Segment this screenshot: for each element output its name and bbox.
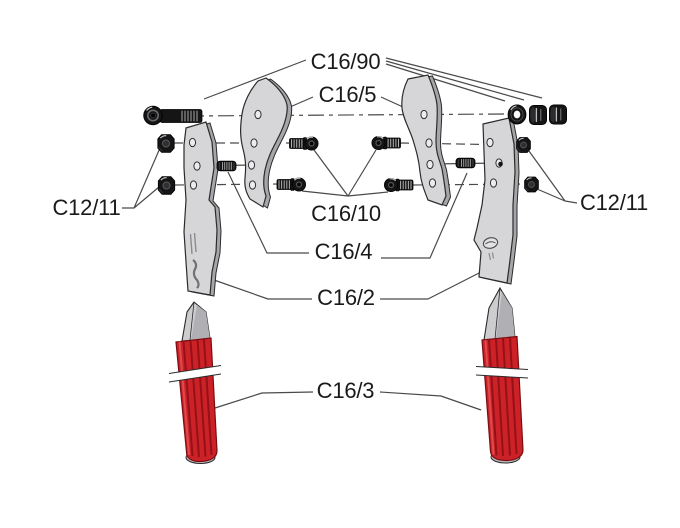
left-handle-hole-1 bbox=[188, 137, 197, 148]
screw-bottom-right bbox=[384, 178, 413, 191]
felco-lady-engraving bbox=[192, 259, 200, 289]
blade-left-hole-3 bbox=[247, 160, 256, 170]
hex-nut-left-1 bbox=[157, 134, 175, 153]
leader-c1690-nut2 bbox=[385, 57, 543, 99]
blade-right-face bbox=[401, 74, 447, 206]
pivot-bolt-shaft bbox=[159, 109, 203, 123]
blade-right bbox=[401, 74, 452, 207]
leader-c162-right bbox=[380, 270, 484, 300]
right-handle-hole-3 bbox=[489, 178, 498, 188]
center-axis-line bbox=[187, 113, 506, 117]
blade-left-face bbox=[240, 77, 288, 208]
labels: C16/90 C16/5 C16/10 C16/4 C16/2 C16/3 C1… bbox=[52, 49, 648, 403]
pivot-bolt-highlight bbox=[146, 106, 153, 111]
leader-c1211-left bbox=[122, 147, 161, 209]
screw-top-left bbox=[288, 136, 319, 151]
label-c16-3: C16/3 bbox=[317, 378, 375, 403]
left-handle-engraving-text bbox=[189, 232, 197, 255]
right-grip-ridges bbox=[488, 337, 518, 457]
right-grip-highlight bbox=[484, 339, 495, 455]
left-grip-wedge-facet bbox=[191, 305, 210, 340]
leader-c162-left bbox=[213, 279, 312, 300]
blade-left bbox=[240, 77, 293, 209]
label-c16-4: C16/4 bbox=[315, 239, 373, 264]
screw-bottom-left bbox=[276, 177, 307, 192]
leader-c164-right bbox=[381, 172, 468, 259]
pivot-bolt bbox=[143, 105, 203, 126]
label-c16-5: C16/5 bbox=[319, 82, 377, 107]
screw-top-right bbox=[372, 136, 401, 149]
left-grip-break-band bbox=[168, 365, 222, 383]
pivot-bolt-head-ring bbox=[147, 109, 160, 122]
pivot-washer-hole bbox=[513, 110, 521, 119]
right-handle-hole-1 bbox=[486, 137, 494, 148]
label-c16-10: C16/10 bbox=[311, 201, 381, 226]
left-grip-wedge-ridge bbox=[189, 301, 195, 341]
left-grip-assembly bbox=[168, 301, 222, 464]
leader-c163-left bbox=[214, 391, 314, 409]
blade-right-hole-1 bbox=[420, 109, 428, 120]
leader-c1610-fan bbox=[301, 149, 389, 197]
left-grip-highlight bbox=[178, 341, 190, 456]
right-grip-wedge-ridge bbox=[494, 287, 501, 340]
label-c16-2: C16/2 bbox=[317, 285, 375, 310]
left-handle-hole-2 bbox=[193, 161, 201, 171]
leader-lines bbox=[122, 57, 578, 411]
leader-c1690-bolt bbox=[203, 59, 307, 100]
felco-oval-logo bbox=[482, 237, 499, 249]
blade-right-hole-4 bbox=[428, 178, 437, 188]
pivot-washer-ring bbox=[510, 107, 524, 122]
blade-left-hole-1 bbox=[254, 109, 262, 120]
leader-c165-right bbox=[380, 96, 404, 108]
leader-c163-right bbox=[379, 391, 482, 411]
leader-c165-left bbox=[289, 96, 314, 108]
left-handle-face bbox=[183, 121, 218, 296]
right-grip-wedge-facet bbox=[496, 292, 515, 339]
blade-right-hole-3 bbox=[426, 159, 434, 170]
blade-left-hole-4 bbox=[248, 180, 257, 190]
left-handle bbox=[183, 121, 222, 297]
pivot-bolt-socket bbox=[150, 112, 156, 119]
lock-nut-1 bbox=[528, 104, 548, 126]
label-c16-90: C16/90 bbox=[311, 49, 381, 74]
lock-nut-2 bbox=[548, 104, 568, 125]
hex-nut-left-2 bbox=[157, 176, 176, 195]
felco-oval-logo-mark bbox=[485, 241, 496, 245]
label-c12-11-right: C12/11 bbox=[580, 190, 648, 215]
right-grip-break-band bbox=[475, 366, 529, 379]
pivot-washer bbox=[507, 104, 527, 125]
right-handle-engraving-text bbox=[488, 252, 495, 261]
label-c12-11-left: C12/11 bbox=[52, 195, 120, 220]
pivot-bolt-threads bbox=[181, 110, 198, 122]
hex-nut-right-2 bbox=[524, 176, 539, 193]
blade-right-hole-2 bbox=[425, 138, 433, 148]
leader-c1690-washer bbox=[385, 63, 506, 102]
leader-c1690-nut1 bbox=[385, 60, 525, 101]
leader-c164-left bbox=[227, 171, 309, 254]
pivot-washer-highlight bbox=[510, 105, 517, 111]
right-handle bbox=[473, 117, 520, 285]
right-grip-assembly bbox=[475, 286, 529, 464]
hex-nut-right-1 bbox=[516, 137, 531, 153]
left-grip-ridges bbox=[182, 339, 213, 458]
blade-left-hole-2 bbox=[250, 138, 258, 148]
left-handle-hole-3 bbox=[189, 180, 198, 190]
right-handle-pivot-pin bbox=[498, 161, 503, 167]
spacer-right bbox=[455, 157, 476, 169]
spacer-left bbox=[216, 160, 237, 172]
leader-c1211-right bbox=[528, 150, 578, 204]
